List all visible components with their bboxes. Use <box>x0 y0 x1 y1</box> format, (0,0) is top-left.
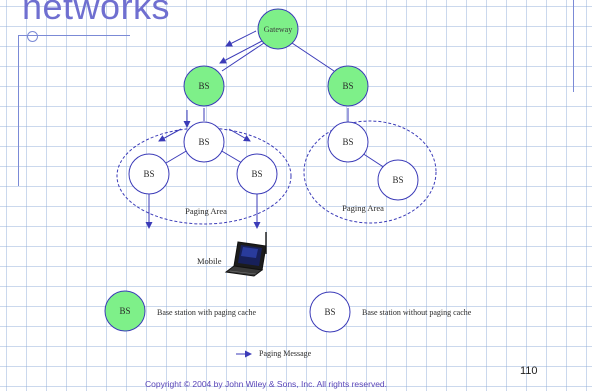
bs-cache-right <box>327 65 369 107</box>
gateway-node <box>257 8 299 50</box>
links <box>165 42 386 169</box>
paging-arrows <box>145 30 263 229</box>
link-bs-r1-bs-r2 <box>361 152 386 169</box>
bs-mid <box>183 121 225 163</box>
link-bs-mid-bs-a <box>165 149 189 164</box>
paging-arrow-right <box>228 128 251 142</box>
bs-r2-label: BS <box>392 175 403 185</box>
left-accent-line <box>18 36 19 186</box>
paging-area-left <box>116 127 292 225</box>
paging-arrow-gw-2 <box>219 40 263 64</box>
title-underline <box>18 35 130 36</box>
bs-a <box>128 153 170 195</box>
title-circle-marker <box>27 31 38 42</box>
bs-r1 <box>327 121 369 163</box>
legend-without-cache: Base station without paging cache <box>362 308 472 317</box>
legend-with-cache: Base station with paging cache <box>157 308 257 317</box>
laptop-icon <box>224 232 267 277</box>
legend-plain-node-label: BS <box>324 307 335 317</box>
bs-r1-label: BS <box>342 137 353 147</box>
link-gateway-bs-left <box>221 42 265 72</box>
link-bs-mid-bs-b <box>219 149 243 164</box>
paging-arrow-left <box>158 128 182 142</box>
legend-paging-message: Paging Message <box>259 349 312 358</box>
bs-r2 <box>377 159 419 201</box>
paging-area-right-label: Paging Area <box>342 203 384 213</box>
right-accent-line <box>573 0 574 92</box>
paging-area-right <box>303 120 437 224</box>
bs-a-label: BS <box>143 169 154 179</box>
paging-arrow-gw-1 <box>225 30 257 47</box>
link-gateway-bs-right <box>291 42 335 72</box>
legend-plain-node <box>309 291 351 333</box>
paging-area-left-label: Paging Area <box>185 206 227 216</box>
slide-title: networks <box>22 0 171 27</box>
copyright-notice: Copyright © 2004 by John Wiley & Sons, I… <box>145 379 388 389</box>
bs-cache-left-label: BS <box>198 81 209 91</box>
mobile-label: Mobile <box>197 256 222 266</box>
page-number: 110 <box>520 365 538 377</box>
bs-b-label: BS <box>251 169 262 179</box>
bs-b <box>236 153 278 195</box>
gateway-label: Gateway <box>264 25 292 34</box>
legend-cache-node-label: BS <box>119 306 130 316</box>
bs-cache-left <box>183 65 225 107</box>
legend-cache-node <box>104 290 146 332</box>
bs-mid-label: BS <box>198 137 209 147</box>
bs-cache-right-label: BS <box>342 81 353 91</box>
